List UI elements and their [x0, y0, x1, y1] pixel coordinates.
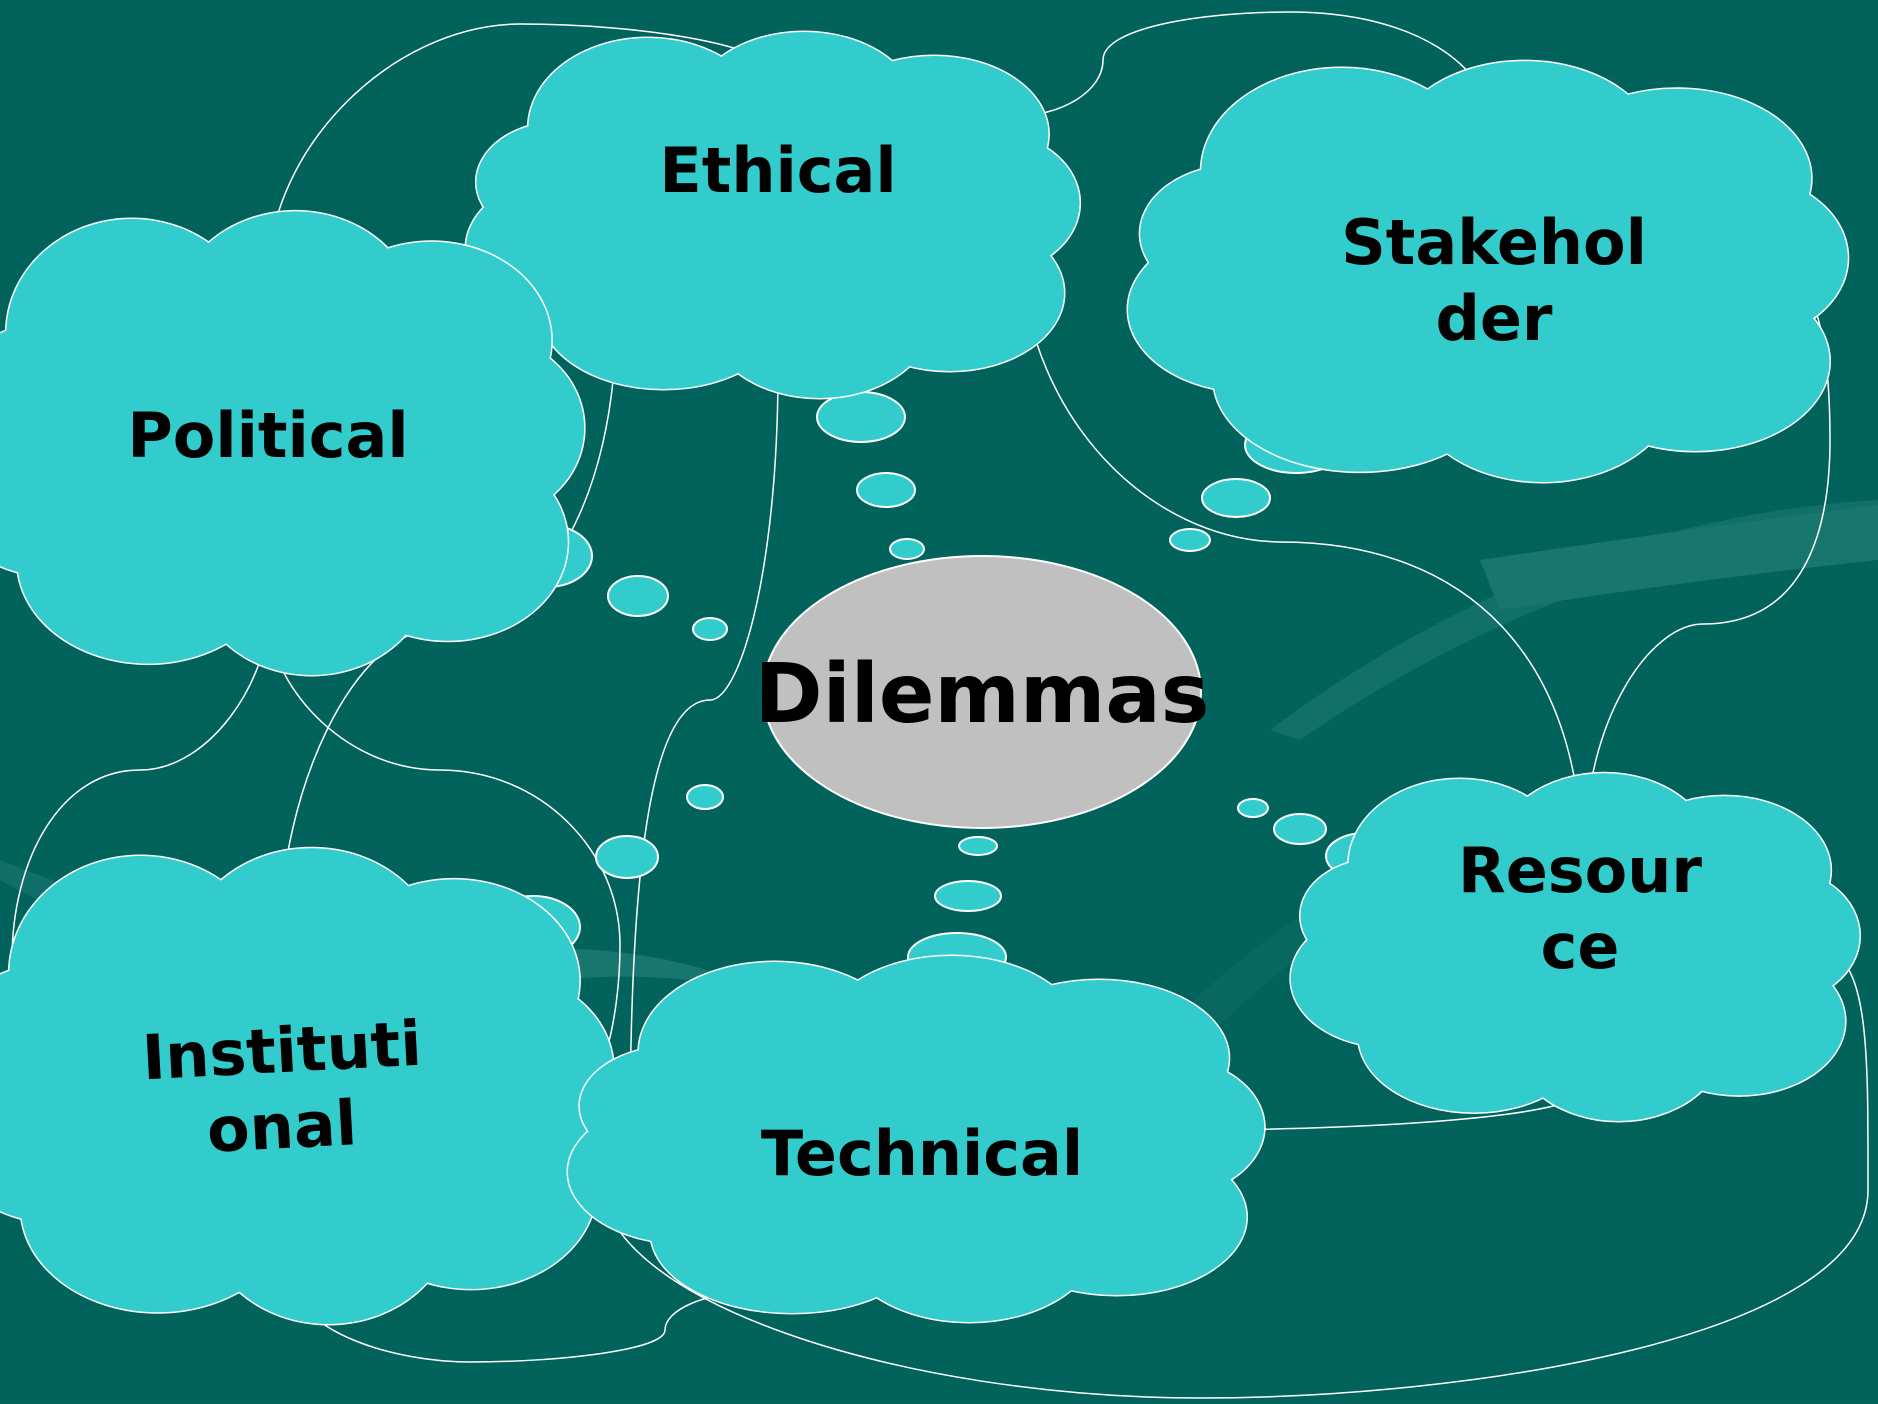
thought-bubble — [692, 617, 728, 641]
thought-bubble — [1201, 478, 1271, 518]
thought-bubble — [1273, 813, 1327, 845]
center-label: Dilemmas — [755, 647, 1210, 742]
cloud-body — [1290, 773, 1860, 1121]
cloud-lobe — [1300, 858, 1455, 973]
cloud-lobe — [0, 965, 135, 1122]
cloud-label-resource: Resour — [1458, 834, 1702, 907]
cloud-body — [1128, 61, 1848, 482]
clouds: EthicalStakeholderPoliticalResourceInsti… — [0, 30, 1862, 1326]
cloud-technical: Technical — [566, 954, 1266, 1324]
thought-bubble — [816, 391, 906, 443]
cloud-body — [568, 956, 1265, 1322]
cloud-lobe — [1140, 164, 1336, 303]
cloud-lobe — [0, 325, 127, 478]
connector-line — [629, 369, 779, 1141]
cloud-body — [0, 211, 585, 675]
cloud-political: Political — [0, 209, 586, 677]
cloud-label-technical: Technical — [761, 1117, 1083, 1190]
cloud-lobe — [476, 122, 643, 242]
cloud-label-institutional: onal — [205, 1086, 358, 1167]
connector-line — [1015, 11, 1491, 121]
connector-line — [1019, 254, 1583, 861]
cloud-label-resource: ce — [1541, 910, 1620, 983]
cloud-label-stakeholder: der — [1435, 282, 1552, 355]
thought-bubble — [856, 472, 916, 508]
cloud-ethical: Ethical — [464, 30, 1082, 400]
cloud-label-political: Political — [127, 399, 408, 472]
cloud-label-ethical: Ethical — [659, 134, 896, 207]
cloud-label-institutional: Instituti — [140, 1007, 423, 1095]
cloud-body — [0, 848, 614, 1325]
cloud-lobe — [579, 1046, 769, 1166]
thought-bubble — [958, 836, 998, 856]
connector-line — [294, 1284, 756, 1363]
center-node — [762, 555, 1202, 829]
thought-bubble — [1237, 798, 1269, 818]
thought-bubble — [607, 575, 669, 617]
cloud-body — [466, 32, 1080, 398]
thought-bubble — [889, 538, 925, 560]
thought-bubble — [595, 835, 659, 879]
thought-bubble — [1169, 528, 1211, 552]
thought-bubble — [686, 784, 724, 810]
thought-bubble — [934, 880, 1002, 912]
cloud-label-stakeholder: Stakehol — [1341, 206, 1647, 279]
